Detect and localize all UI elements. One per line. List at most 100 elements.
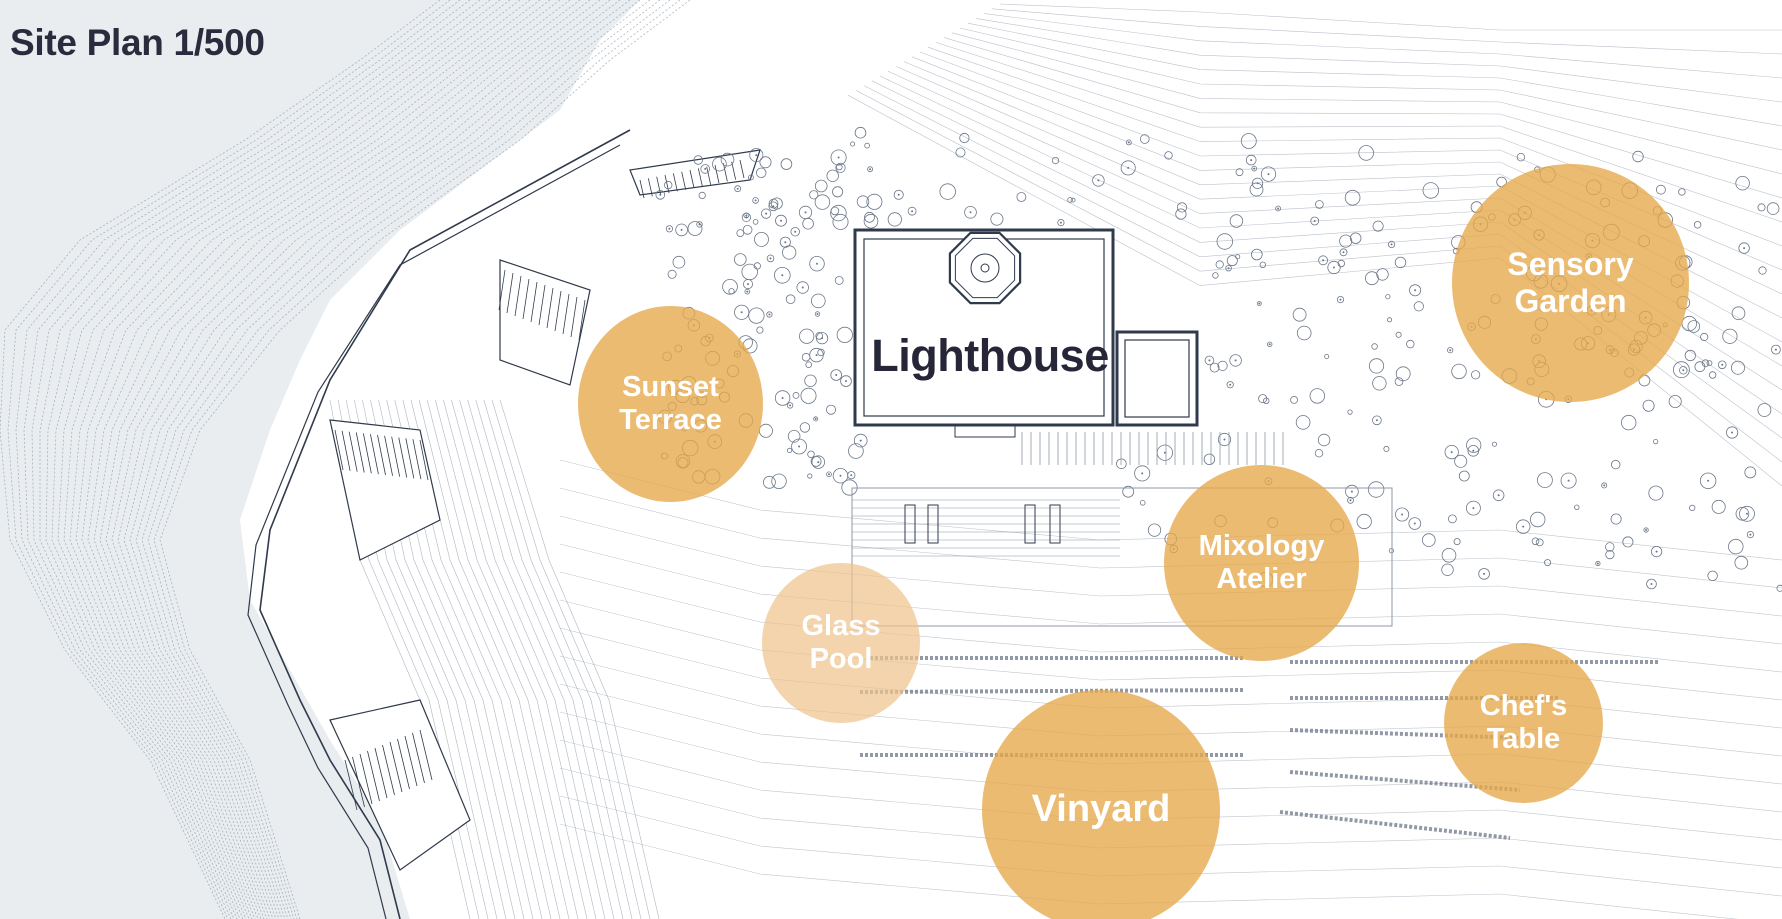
shrub xyxy=(1290,395,1298,404)
shrub xyxy=(743,279,754,290)
shrub xyxy=(1605,542,1615,552)
deck-outline xyxy=(851,487,1393,627)
shrub xyxy=(733,253,747,266)
shrub-core xyxy=(1229,383,1232,386)
sea-contour xyxy=(135,0,651,919)
sea-contour xyxy=(99,0,591,919)
shrub xyxy=(864,142,870,149)
shrub-core xyxy=(839,474,842,477)
zone-label: Mixology Atelier xyxy=(1198,529,1325,595)
shrub-core xyxy=(837,156,840,159)
sea-area xyxy=(0,0,640,919)
shrub-core xyxy=(845,380,847,383)
shrub xyxy=(687,221,703,236)
shrub-core xyxy=(1350,490,1353,493)
shrub-core xyxy=(821,337,824,340)
shrub-core xyxy=(1234,359,1237,362)
shrub-core xyxy=(1650,583,1653,585)
shrub-core xyxy=(781,274,784,277)
zone-chefs-table[interactable]: Chef's Table xyxy=(1444,643,1603,803)
annex-inner xyxy=(1124,339,1190,418)
shrub xyxy=(1726,426,1739,439)
sea-fill xyxy=(0,0,640,919)
shrub xyxy=(1337,259,1345,268)
shrub-core xyxy=(804,211,807,214)
shrub xyxy=(809,190,819,200)
shrub-core xyxy=(1141,472,1144,475)
shrub xyxy=(1226,255,1238,267)
stair-step xyxy=(522,278,530,320)
shrub xyxy=(1574,504,1580,510)
shrub-core xyxy=(1655,550,1658,553)
stair-step xyxy=(384,435,393,476)
shrub xyxy=(744,288,751,295)
plan-title: Site Plan 1/500 xyxy=(10,22,265,63)
shrub xyxy=(775,214,787,227)
shrub xyxy=(1408,517,1422,530)
shrub xyxy=(1120,160,1136,176)
stair-step xyxy=(731,161,737,180)
cliff-stairs xyxy=(247,129,761,919)
shrub xyxy=(802,217,814,230)
shrub xyxy=(864,211,875,223)
shrub-core xyxy=(736,187,739,190)
shrub xyxy=(1358,145,1374,161)
zone-label: Glass Pool xyxy=(801,609,881,675)
stair-landing xyxy=(499,259,591,386)
shrub-core xyxy=(1223,438,1226,441)
shrub xyxy=(893,189,904,200)
shrub xyxy=(1441,563,1454,577)
shrub xyxy=(1203,453,1216,466)
shrub-core xyxy=(817,461,820,464)
shrub xyxy=(1728,538,1744,555)
shrub xyxy=(1731,306,1746,321)
shrub xyxy=(1339,248,1348,257)
shrub-core xyxy=(772,205,775,208)
shrub xyxy=(1275,205,1281,212)
shrub xyxy=(1735,175,1750,191)
shrub xyxy=(1376,268,1389,281)
sun-lounger xyxy=(904,504,916,544)
slope-contour xyxy=(467,399,624,919)
shrub xyxy=(766,254,775,263)
shrub xyxy=(807,450,815,458)
shrub xyxy=(1140,134,1150,144)
zone-sunset-terrace[interactable]: Sunset Terrace xyxy=(578,306,763,502)
stair-step xyxy=(348,431,358,472)
zone-vinyard[interactable]: Vinyard xyxy=(982,690,1220,919)
shrub xyxy=(1016,192,1027,202)
stair-landing xyxy=(329,419,441,561)
shrub xyxy=(696,221,703,228)
shrub xyxy=(1766,202,1780,215)
shrub xyxy=(1746,530,1755,539)
stair-step xyxy=(334,429,344,471)
zone-sensory-garden[interactable]: Sensory Garden xyxy=(1452,164,1689,402)
shrub xyxy=(698,191,706,199)
shrub-core xyxy=(1743,247,1746,250)
sea-contour xyxy=(23,0,471,919)
stair-step xyxy=(706,166,712,185)
shrub xyxy=(1711,499,1726,514)
stair-step xyxy=(672,173,678,192)
shrub xyxy=(1309,388,1326,404)
lighthouse-lamp xyxy=(970,253,1000,283)
stair-step xyxy=(639,179,645,199)
walkway-edge xyxy=(247,144,621,919)
stair-step xyxy=(506,272,514,314)
stair-step xyxy=(647,178,653,197)
shrub xyxy=(1245,154,1257,166)
shrub-core xyxy=(969,211,972,214)
shrub xyxy=(766,311,773,318)
shrub-core xyxy=(1097,179,1100,182)
stair-step xyxy=(656,176,662,195)
shrub-core xyxy=(1268,343,1271,346)
shrub-core xyxy=(749,176,752,179)
shrub xyxy=(1240,133,1257,149)
shrub xyxy=(1260,166,1277,182)
shrub xyxy=(774,390,791,406)
zone-mixology-atelier[interactable]: Mixology Atelier xyxy=(1164,465,1359,661)
shrub xyxy=(790,226,800,237)
shrub xyxy=(1336,295,1345,304)
shrub xyxy=(832,186,844,198)
zone-glass-pool[interactable]: Glass Pool xyxy=(762,563,920,723)
